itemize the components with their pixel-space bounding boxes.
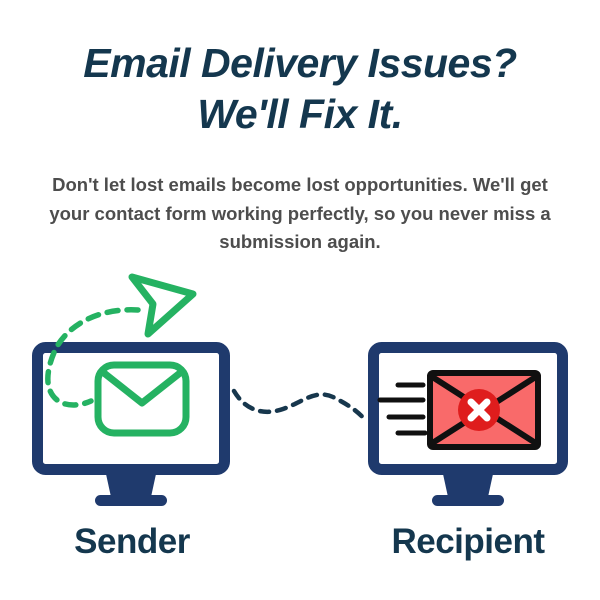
blocked-envelope-icon <box>377 370 541 450</box>
sender-frame <box>32 342 230 475</box>
email-delivery-illustration <box>32 273 568 506</box>
recipient-label: Recipient <box>391 522 545 561</box>
page-title: Email Delivery Issues? We'll Fix It. <box>0 38 600 140</box>
sender-stand-base <box>95 495 167 506</box>
sender-monitor-icon <box>32 342 230 506</box>
recipient-stand-base <box>432 495 504 506</box>
subtitle-line-3: submission again. <box>219 231 381 252</box>
recipient-stand-neck <box>443 474 493 497</box>
envelope-icon <box>94 361 190 437</box>
connection-dashes <box>231 388 369 424</box>
sender-label: Sender <box>74 522 190 561</box>
subtitle-line-2: your contact form working perfectly, so … <box>49 202 551 224</box>
title-line-2: We'll Fix It. <box>197 91 403 137</box>
subtitle: Don't let lost emails become lost opport… <box>0 171 600 257</box>
title-line-1: Email Delivery Issues? <box>83 40 517 86</box>
flight-path-dashes <box>45 307 141 408</box>
sender-stand-neck <box>106 474 156 497</box>
envelope-flap <box>100 369 184 407</box>
speed-lines <box>377 382 428 436</box>
error-x-icon <box>467 398 491 422</box>
envelope-body <box>94 361 190 437</box>
subtitle-line-1: Don't let lost emails become lost opport… <box>52 174 548 195</box>
recipient-frame <box>368 342 568 475</box>
paper-plane-icon <box>128 273 197 338</box>
